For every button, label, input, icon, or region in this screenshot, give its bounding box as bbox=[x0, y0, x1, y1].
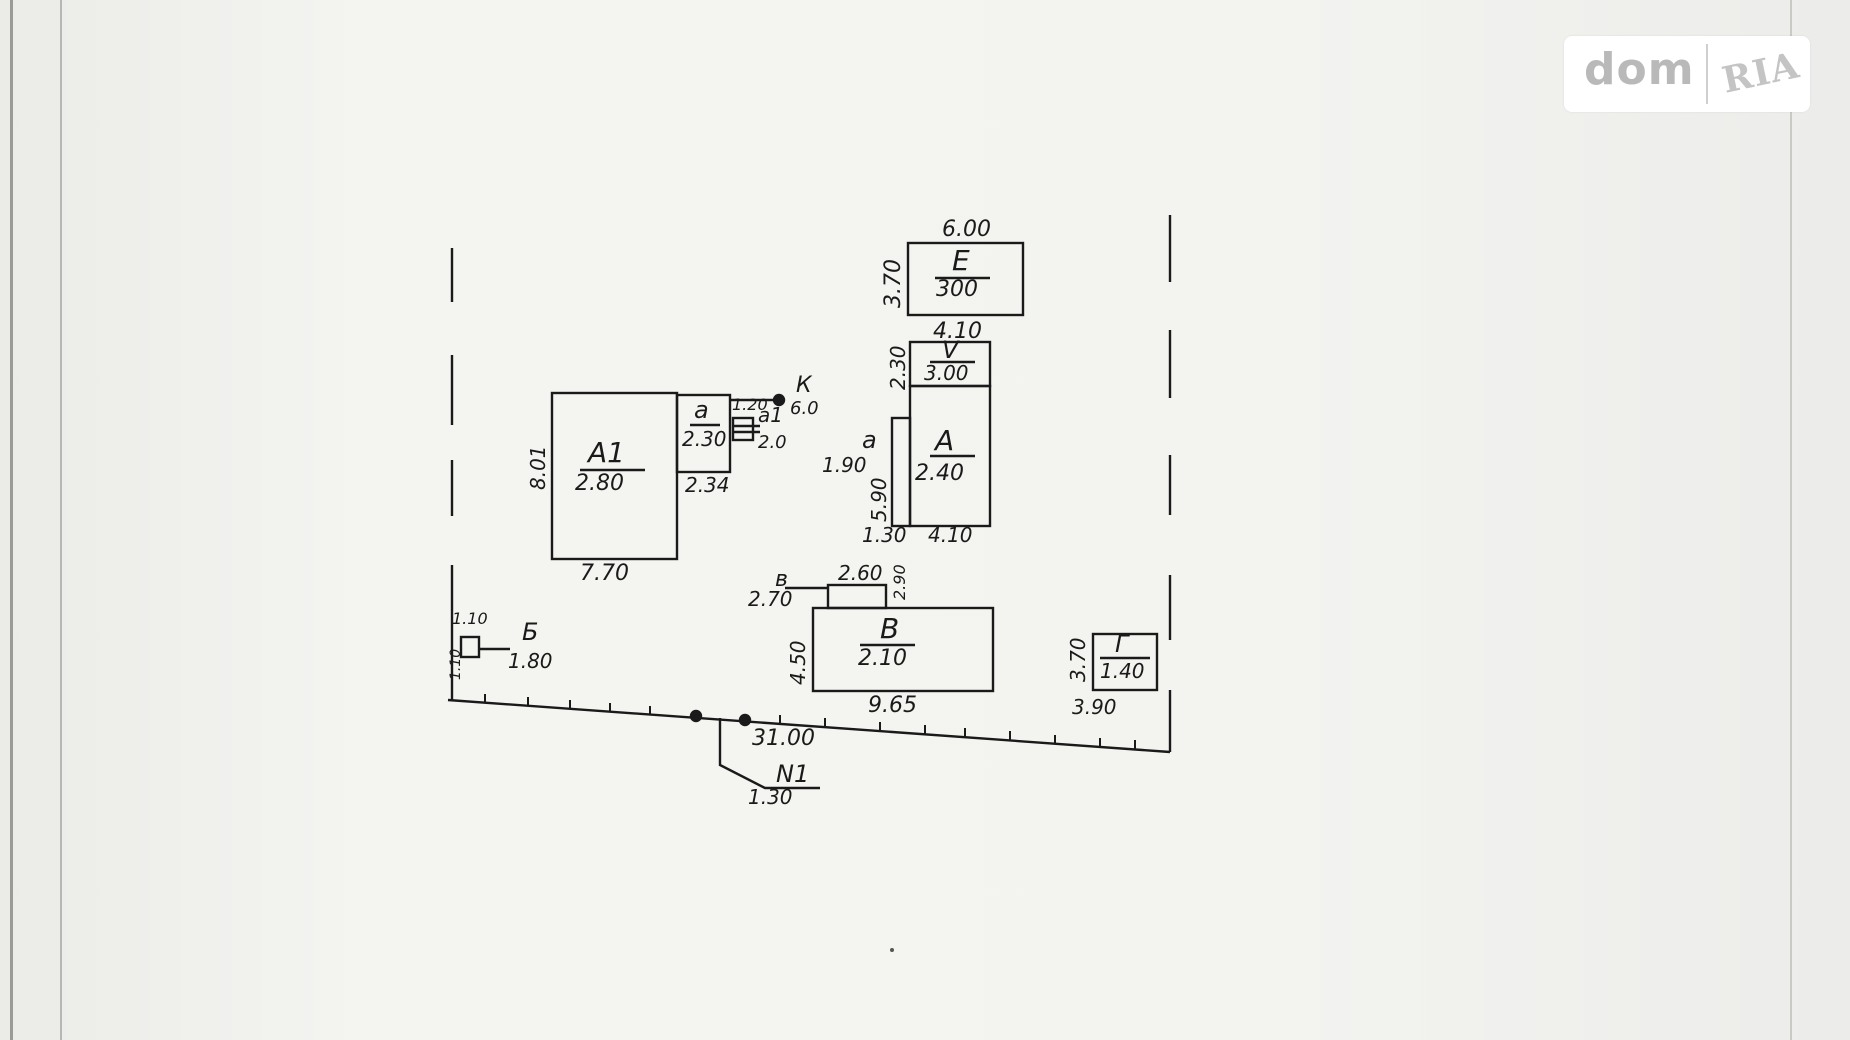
b-small-value: 1.80 bbox=[508, 649, 553, 673]
marker-leader bbox=[718, 718, 820, 790]
a-annex-letter: а bbox=[862, 426, 877, 454]
g-side: 3.70 bbox=[1066, 637, 1090, 682]
a-annex-dim2: 5.90 bbox=[867, 477, 891, 522]
b-porch-top: 2.60 bbox=[838, 561, 883, 585]
b-small-top: 1.10 bbox=[452, 609, 488, 628]
watermark-ria-logo: RIA bbox=[1718, 44, 1804, 102]
fence-post bbox=[689, 709, 703, 723]
k-value: 6.0 bbox=[790, 398, 819, 419]
building-a1-tiny bbox=[731, 416, 755, 442]
building-a-annex bbox=[890, 416, 912, 528]
a1-bottom: 7.70 bbox=[580, 561, 629, 586]
marker-label: N1 bbox=[776, 760, 809, 788]
fence-post bbox=[738, 713, 752, 727]
building-a-small bbox=[675, 393, 732, 474]
a-small-height: 2.30 bbox=[682, 427, 727, 451]
b-porch-side: 2.90 bbox=[890, 564, 909, 600]
g-height: 1.40 bbox=[1100, 659, 1145, 683]
fence-length: 31.00 bbox=[752, 726, 815, 751]
a-annex-dim1: 1.90 bbox=[822, 453, 867, 477]
watermark-divider bbox=[1706, 44, 1708, 104]
a1-tiny-letter: а1 bbox=[758, 403, 783, 427]
marker-value: 1.30 bbox=[748, 785, 793, 809]
stray-dot bbox=[890, 948, 894, 952]
a1-tiny-dim1: 1.20 bbox=[732, 395, 768, 414]
building-b-porch bbox=[826, 583, 888, 610]
left-border-line bbox=[10, 0, 13, 1040]
inner-border-line bbox=[60, 0, 62, 1040]
v-small-letter: V bbox=[942, 336, 960, 364]
v-small-below: 4.10 bbox=[933, 319, 982, 344]
e-letter: Е bbox=[952, 244, 970, 277]
building-a1 bbox=[550, 391, 679, 561]
a1-letter: А1 bbox=[586, 436, 625, 469]
building-b bbox=[811, 606, 995, 693]
fence-ticks bbox=[484, 694, 1136, 749]
g-letter: Г bbox=[1115, 630, 1130, 658]
watermark-dom-text: dom bbox=[1584, 44, 1695, 95]
a-height: 2.40 bbox=[915, 461, 964, 486]
domria-watermark: dom RIA bbox=[1564, 36, 1810, 112]
a1-side: 8.01 bbox=[526, 445, 550, 490]
building-e bbox=[906, 241, 1025, 317]
e-height: 300 bbox=[936, 277, 978, 302]
a1-tiny-dim2: 2.0 bbox=[758, 432, 787, 453]
right-border-line bbox=[1790, 0, 1792, 1040]
b-height: 2.10 bbox=[858, 646, 907, 671]
a-bottom: 4.10 bbox=[928, 523, 973, 547]
building-g bbox=[1091, 632, 1159, 692]
b-letter: В bbox=[880, 612, 899, 645]
b-small-side: 1.10 bbox=[448, 649, 464, 680]
b-porch-letter: в bbox=[775, 567, 788, 592]
k-letter: К bbox=[796, 373, 813, 398]
v-small-height: 3.00 bbox=[924, 361, 969, 385]
building-b-small bbox=[459, 635, 481, 659]
a1-height: 2.80 bbox=[575, 471, 624, 496]
b-porch-left: 2.70 bbox=[748, 587, 793, 611]
a-small-bottom: 2.34 bbox=[685, 473, 730, 497]
e-top-dim: 6.00 bbox=[942, 217, 991, 242]
fence-line bbox=[447, 698, 1171, 754]
b-bottom: 9.65 bbox=[868, 693, 917, 718]
e-side-dim: 3.70 bbox=[881, 259, 906, 308]
b-small-letter: Б bbox=[522, 618, 538, 646]
v-small-side: 2.30 bbox=[886, 345, 910, 390]
a-letter: А bbox=[933, 424, 954, 457]
a-annex-bottom: 1.30 bbox=[862, 523, 907, 547]
g-bottom: 3.90 bbox=[1072, 695, 1117, 719]
a-small-letter: а bbox=[694, 396, 709, 424]
b-side: 4.50 bbox=[786, 640, 810, 685]
